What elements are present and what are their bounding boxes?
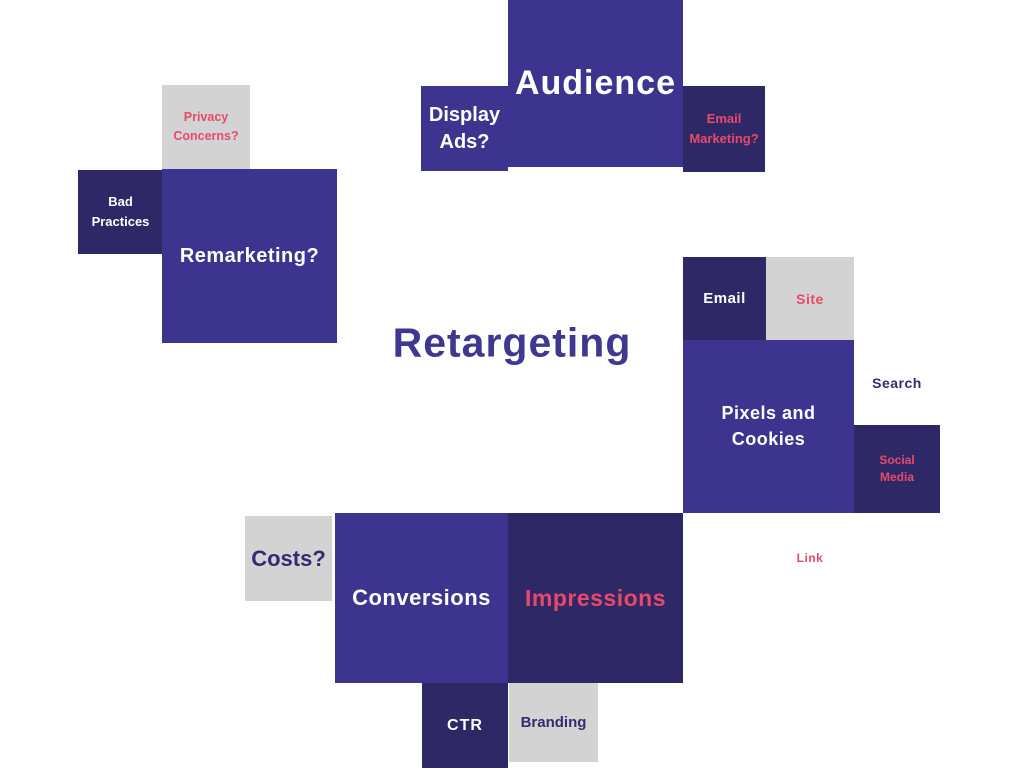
tile-display-ads-line1: Display <box>428 103 501 126</box>
tile-branding-label: Branding <box>520 714 587 731</box>
tile-email-marketing: Email Marketing? <box>683 86 765 172</box>
tile-remarketing: Remarketing? <box>162 169 337 343</box>
tile-costs: Costs? <box>245 516 332 601</box>
tile-privacy-concerns-line1: Privacy <box>183 109 229 124</box>
tile-ctr: CTR <box>422 683 508 768</box>
tile-ctr-label: CTR <box>447 716 483 734</box>
tile-social-media: Social Media <box>854 425 940 513</box>
tile-display-ads: Display Ads? <box>421 86 508 171</box>
label-link: Link <box>796 551 824 565</box>
tile-email: Email <box>683 257 766 340</box>
tile-audience-label: Audience <box>514 64 677 102</box>
tile-pixels-and-cookies: Pixels and Cookies <box>683 340 854 513</box>
label-search: Search <box>872 375 922 391</box>
tile-site-label: Site <box>796 290 824 307</box>
tile-conversions: Conversions <box>335 513 508 683</box>
tile-audience: Audience <box>508 0 683 167</box>
tile-impressions-label: Impressions <box>525 584 666 611</box>
tile-display-ads-line2: Ads? <box>439 130 490 153</box>
tile-conversions-label: Conversions <box>352 585 491 610</box>
tile-bad-practices-line1: Bad <box>108 193 133 209</box>
tile-bad-practices-line2: Practices <box>91 214 150 229</box>
map-title: Retargeting <box>392 319 632 366</box>
tile-privacy-concerns-line2: Concerns? <box>173 129 239 143</box>
tile-branding: Branding <box>509 683 598 762</box>
tile-impressions: Impressions <box>508 513 683 683</box>
tile-pixels-and-cookies-line1: Pixels and <box>721 403 816 424</box>
tile-bad-practices: Bad Practices <box>78 170 163 254</box>
tile-email-marketing-line1: Email <box>706 110 742 126</box>
tile-pixels-and-cookies-line2: Cookies <box>731 428 806 449</box>
tile-email-label: Email <box>703 290 746 307</box>
tile-remarketing-label: Remarketing? <box>179 244 320 267</box>
tile-social-media-line1: Social <box>879 452 915 467</box>
tile-privacy-concerns: Privacy Concerns? <box>162 85 250 169</box>
tile-email-marketing-line2: Marketing? <box>689 131 759 146</box>
tile-social-media-line2: Media <box>879 470 914 484</box>
tile-costs-label: Costs? <box>251 545 326 571</box>
tile-site: Site <box>766 257 854 340</box>
